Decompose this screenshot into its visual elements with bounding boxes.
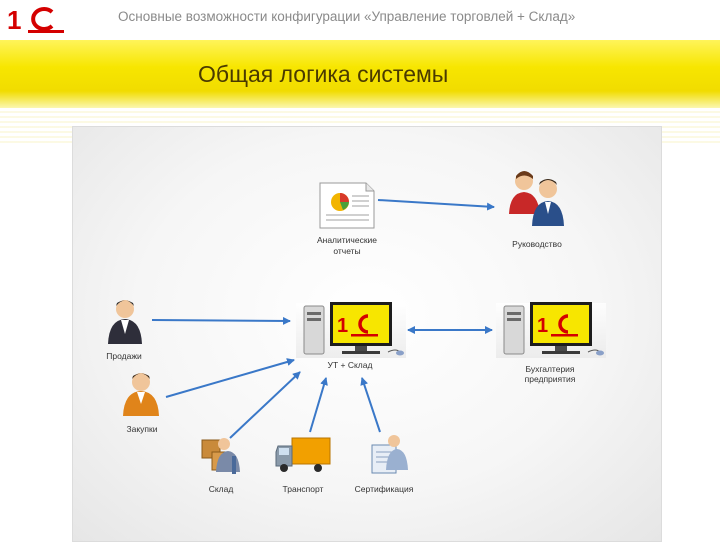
label-purchases: Закупки [126, 424, 158, 434]
slide-title: Общая логика системы [198, 61, 449, 87]
label-sales: Продажи [106, 351, 142, 361]
label-accounting-2: предприятия [524, 374, 576, 384]
warehouse-boxes-icon [201, 438, 240, 474]
purchases-person-icon [123, 373, 159, 416]
transport-truck-icon [275, 437, 331, 472]
arrow-reports-management [377, 199, 495, 211]
arrow-purchases-ut [165, 358, 295, 398]
sales-person-icon [108, 300, 142, 344]
label-warehouse: Склад [208, 484, 234, 494]
accounting-computer-icon: 1 [496, 302, 606, 358]
label-accounting-1: Бухгалтерия [525, 364, 575, 374]
analytics-report-icon [319, 182, 375, 229]
label-ut-sklad: УТ + Склад [327, 360, 373, 370]
label-certification: Сертификация [354, 484, 414, 494]
svg-text:1: 1 [337, 315, 348, 337]
top-bar: 1 Основные возможности конфигурации «Упр… [0, 0, 720, 40]
svg-text:1: 1 [537, 315, 548, 337]
arrow-warehouse-ut [229, 371, 301, 439]
arrow-sales-ut [151, 316, 291, 325]
header-title: Основные возможности конфигурации «Управ… [118, 9, 576, 24]
title-band [0, 40, 720, 108]
ut-sklad-computer-icon: 1 [296, 302, 406, 358]
label-reports: Аналитические отчеты [316, 235, 378, 256]
arrows [151, 199, 495, 439]
1c-logo: 1 [7, 5, 64, 34]
arrow-transport-ut [309, 377, 328, 433]
svg-text:1: 1 [7, 5, 21, 34]
label-management: Руководство [512, 239, 562, 249]
label-transport: Транспорт [282, 484, 324, 494]
management-people-icon [509, 171, 564, 226]
arrow-certification-ut [360, 377, 381, 433]
certification-icon [371, 435, 408, 474]
